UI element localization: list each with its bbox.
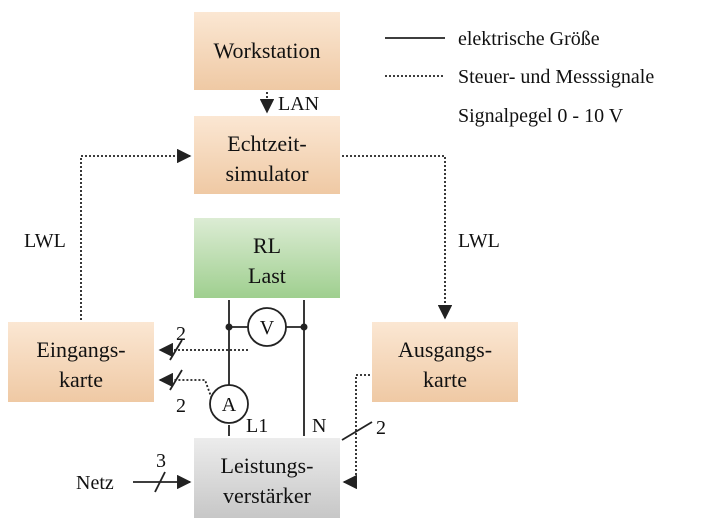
simulator-box: Echtzeit- simulator: [194, 116, 340, 194]
n-label: N: [312, 415, 326, 437]
bus-tick-voltage: [169, 339, 183, 361]
junction-right: [300, 323, 308, 331]
lwl-left-connection: [80, 148, 192, 320]
ammeter: A: [209, 384, 249, 424]
voltmeter-label: V: [260, 317, 275, 339]
legend-solid-label: elektrische Größe: [458, 28, 600, 50]
bus-tick-output: [341, 421, 373, 441]
lwl-left-label: LWL: [24, 230, 66, 252]
input-card-label-line1: Eingangs-: [36, 337, 125, 362]
amplifier-label-line1: Leistungs-: [221, 453, 314, 478]
bus-count-current: 2: [176, 395, 186, 417]
load-box: RL Last: [194, 218, 340, 298]
simulator-label-line1: Echtzeit-: [227, 131, 306, 156]
bus-tick-netz: [154, 471, 166, 493]
l1-label: L1: [246, 415, 268, 437]
lan-label: LAN: [278, 93, 319, 115]
legend-dotted-label: Steuer- und Messsignale: [458, 66, 654, 88]
ammeter-label: A: [222, 394, 237, 416]
load-label-line1: RL: [253, 233, 281, 258]
simulator-label-line2: simulator: [225, 161, 309, 186]
workstation-box: Workstation: [194, 12, 340, 90]
bus-tick-current: [169, 369, 183, 391]
output-card-label-line2: karte: [423, 367, 467, 392]
bus-count-netz: 3: [156, 450, 166, 472]
input-card-box: Eingangs- karte: [8, 322, 154, 402]
bus-count-output: 2: [376, 417, 386, 439]
output-card-label-line1: Ausgangs-: [398, 337, 492, 362]
legend-level-label: Signalpegel 0 - 10 V: [458, 105, 624, 127]
output-card-box: Ausgangs- karte: [372, 322, 518, 402]
input-card-label-line2: karte: [59, 367, 103, 392]
bus-count-voltage: 2: [176, 323, 186, 345]
workstation-label: Workstation: [214, 38, 321, 63]
amplifier-box: Leistungs- verstärker: [194, 438, 340, 518]
current-signal-line: [158, 372, 214, 403]
lwl-right-label: LWL: [458, 230, 500, 252]
voltmeter: V: [247, 307, 287, 347]
lwl-right-connection: [342, 155, 453, 320]
control-signal-line: [342, 374, 370, 490]
legend: elektrische Größe Steuer- und Messsignal…: [385, 28, 654, 127]
amplifier-label-line2: verstärker: [223, 483, 312, 508]
load-label-line2: Last: [248, 263, 286, 288]
netz-label: Netz: [76, 472, 114, 494]
junction-left: [225, 323, 233, 331]
